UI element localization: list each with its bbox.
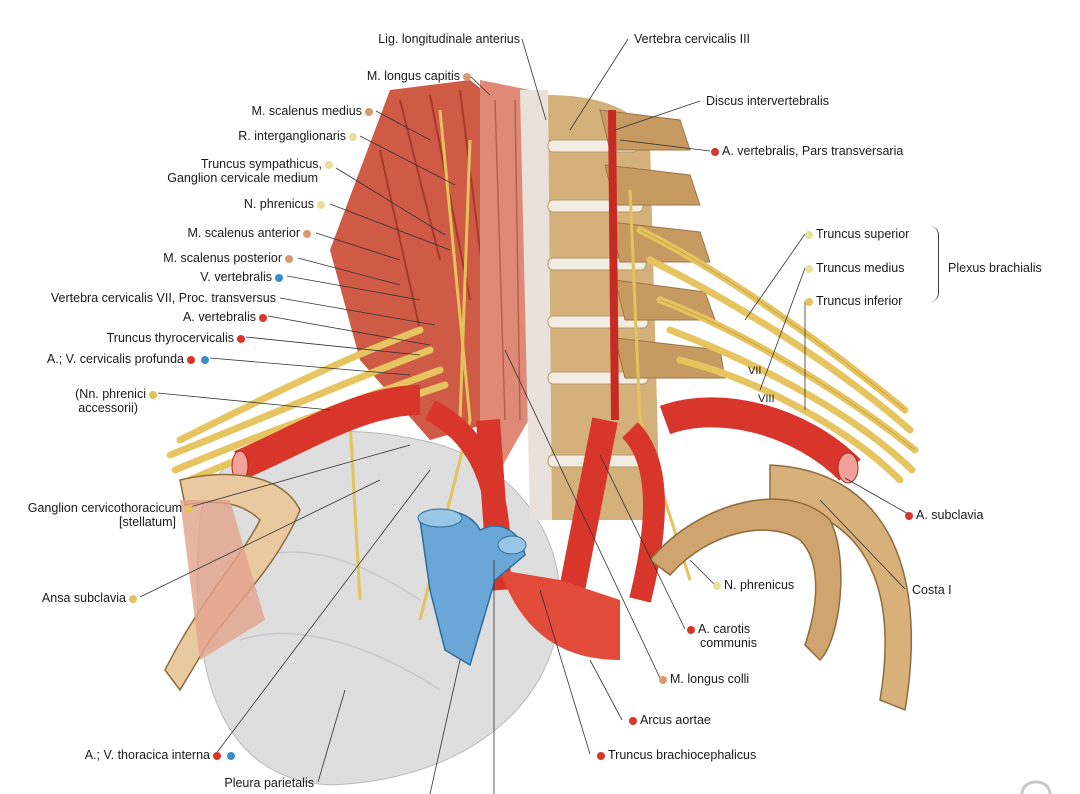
nerve-dot <box>149 390 157 399</box>
label-ansa-subclavia: Ansa subclavia <box>42 591 140 605</box>
artery-dot <box>187 355 195 364</box>
label-a-carotis-2: communis <box>700 636 757 650</box>
label-v-vertebralis: V. vertebralis <box>200 270 286 284</box>
label-truncus-thyrocervicalis: Truncus thyrocervicalis <box>107 331 248 345</box>
subclavian-right-origin <box>621 422 665 603</box>
label-a-subclavia: A. subclavia <box>902 508 983 522</box>
label-discus: Discus intervertebralis <box>706 94 829 108</box>
nerve-dot <box>805 230 813 239</box>
artery-dot <box>597 751 605 760</box>
vein-dot <box>201 355 209 364</box>
aortic-arch <box>500 570 620 660</box>
carotid-right <box>557 417 618 603</box>
artery-dot <box>711 147 719 156</box>
label-nn-phrenici-2: accessorii) <box>78 401 138 415</box>
label-truncus-brachiocephalicus: Truncus brachiocephalicus <box>594 748 756 762</box>
label-cervicalis-profunda: A.; V. cervicalis profunda <box>47 352 212 366</box>
artery-dot <box>629 716 637 725</box>
label-truncus-sympathicus: Truncus sympathicus, <box>201 157 336 171</box>
artery-dot <box>237 334 245 343</box>
label-ganglion-cervicothoracicum: Ganglion cervicothoracicum <box>28 501 196 515</box>
muscle-dot <box>659 675 667 684</box>
artery-dot <box>905 511 913 520</box>
level-vii: VII <box>748 365 762 377</box>
label-a-carotis: A. carotis <box>684 622 750 636</box>
artery-dot <box>259 313 267 322</box>
plexus-brace <box>930 226 939 302</box>
label-r-interganglionaris: R. interganglionaris <box>238 129 360 143</box>
muscle-dot <box>303 229 311 238</box>
label-scalenus-anterior: M. scalenus anterior <box>187 226 314 240</box>
artery-dot <box>213 751 221 760</box>
label-nn-phrenici: (Nn. phrenici <box>75 387 160 401</box>
nerve-dot <box>129 594 137 603</box>
label-a-vertebralis-pars: A. vertebralis, Pars transversaria <box>708 144 903 158</box>
label-truncus-superior: Truncus superior <box>802 227 909 241</box>
label-longus-capitis: M. longus capitis <box>367 69 474 83</box>
nerve-dot <box>317 200 325 209</box>
nerve-dot <box>349 132 357 141</box>
subclavian-right <box>659 397 861 481</box>
level-viii: VIII <box>758 393 775 405</box>
label-scalenus-medius: M. scalenus medius <box>252 104 376 118</box>
vein-dot <box>275 273 283 282</box>
label-longus-colli: M. longus colli <box>656 672 749 686</box>
label-stellatum: [stellatum] <box>119 515 176 529</box>
label-truncus-sympathicus-2: Ganglion cervicale medium <box>167 171 318 185</box>
nerve-dot <box>325 160 333 169</box>
muscle-dot <box>365 107 373 116</box>
label-vertebra-c3: Vertebra cervicalis III <box>634 32 751 46</box>
label-vertebra-c7: Vertebra cervicalis VII, Proc. transvers… <box>50 291 276 305</box>
label-pleura-parietalis: Pleura parietalis <box>224 776 314 790</box>
vein-dot <box>227 751 235 760</box>
label-scalenus-posterior: M. scalenus posterior <box>163 251 296 265</box>
muscle-dot <box>285 254 293 263</box>
nerve-dot <box>185 504 193 513</box>
ligamentum-band <box>520 90 552 520</box>
watermark-logo <box>1020 780 1052 794</box>
label-lig-longitudinale: Lig. longitudinale anterius <box>378 32 520 46</box>
subclavian-left <box>234 385 421 479</box>
muscle-dot <box>463 72 471 81</box>
label-n-phrenicus-right: N. phrenicus <box>710 578 794 592</box>
first-rib-right <box>769 464 912 712</box>
artery-dot <box>687 625 695 634</box>
label-n-phrenicus-left: N. phrenicus <box>244 197 328 211</box>
nerve-dot <box>805 297 813 306</box>
label-plexus-brachialis: Plexus brachialis <box>948 261 1042 275</box>
label-truncus-inferior: Truncus inferior <box>802 294 902 308</box>
label-truncus-medius: Truncus medius <box>802 261 904 275</box>
nerve-dot <box>805 264 813 273</box>
label-arcus-aortae: Arcus aortae <box>626 713 711 727</box>
label-costa-i: Costa I <box>912 583 952 597</box>
label-a-vertebralis: A. vertebralis <box>183 310 270 324</box>
nerve-dot <box>713 581 721 590</box>
vertebral-artery <box>608 109 619 421</box>
label-thoracica-interna: A.; V. thoracica interna <box>85 748 238 762</box>
